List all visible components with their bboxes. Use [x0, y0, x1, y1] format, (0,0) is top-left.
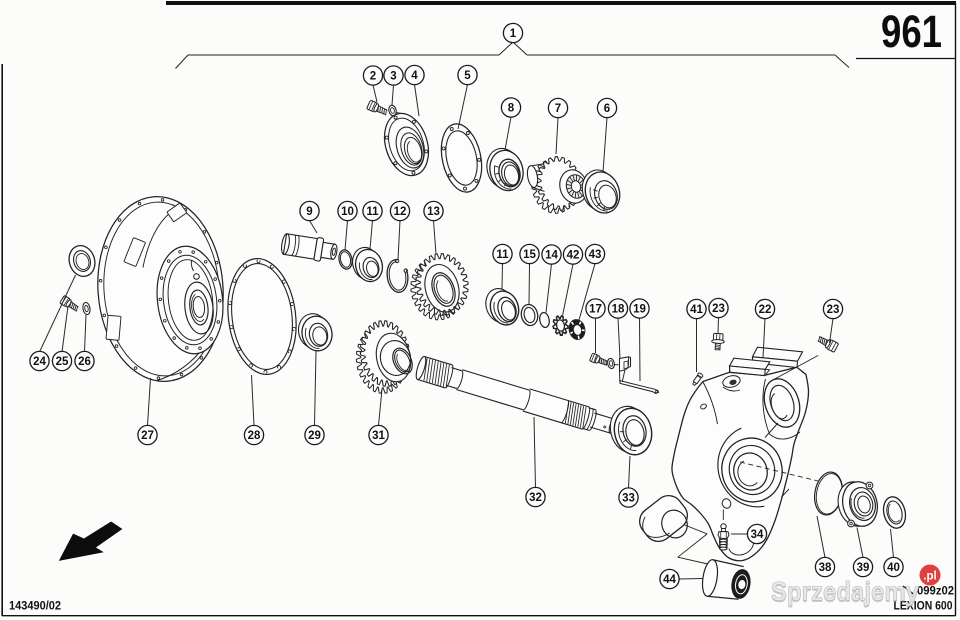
svg-text:18: 18: [612, 304, 625, 316]
svg-text:31: 31: [372, 430, 385, 442]
svg-text:099z02: 099z02: [917, 586, 954, 598]
svg-text:22: 22: [759, 304, 772, 316]
svg-text:42: 42: [567, 250, 580, 262]
svg-text:44: 44: [663, 574, 676, 586]
svg-text:27: 27: [141, 430, 154, 442]
svg-text:6: 6: [604, 103, 610, 115]
svg-text:LEXION 600: LEXION 600: [894, 601, 953, 613]
svg-text:Sprzedajemy: Sprzedajemy: [771, 577, 919, 607]
svg-text:34: 34: [751, 529, 764, 541]
svg-text:3: 3: [390, 71, 396, 83]
svg-text:8: 8: [508, 103, 515, 115]
svg-text:40: 40: [887, 562, 900, 574]
svg-text:14: 14: [545, 250, 558, 262]
svg-text:7: 7: [555, 103, 561, 115]
svg-text:11: 11: [366, 206, 379, 218]
svg-text:15: 15: [523, 249, 536, 261]
svg-text:10: 10: [341, 206, 354, 218]
svg-text:23: 23: [712, 303, 725, 315]
svg-text:38: 38: [819, 562, 832, 574]
svg-text:13: 13: [427, 206, 440, 218]
svg-text:1: 1: [510, 28, 517, 40]
svg-text:17: 17: [589, 304, 602, 316]
svg-text:19: 19: [633, 304, 646, 316]
svg-text:33: 33: [622, 493, 635, 505]
svg-text:26: 26: [78, 356, 91, 368]
svg-text:29: 29: [308, 430, 321, 442]
svg-text:11: 11: [496, 249, 509, 261]
svg-text:143490/02: 143490/02: [9, 601, 61, 613]
svg-text:961: 961: [881, 6, 942, 57]
svg-text:23: 23: [827, 304, 840, 316]
svg-text:.pl: .pl: [923, 571, 936, 583]
svg-text:Sprzedajemy: Sprzedajemy: [771, 578, 919, 608]
svg-text:2: 2: [370, 71, 376, 83]
svg-text:28: 28: [248, 430, 261, 442]
svg-text:9: 9: [306, 206, 312, 218]
svg-text:5: 5: [464, 70, 471, 82]
svg-text:25: 25: [56, 356, 69, 368]
svg-text:4: 4: [411, 70, 418, 82]
svg-text:41: 41: [690, 304, 703, 316]
svg-text:32: 32: [529, 492, 542, 504]
svg-text:39: 39: [857, 562, 870, 574]
svg-text:24: 24: [33, 356, 46, 368]
svg-text:12: 12: [394, 206, 407, 218]
svg-text:43: 43: [589, 249, 602, 261]
